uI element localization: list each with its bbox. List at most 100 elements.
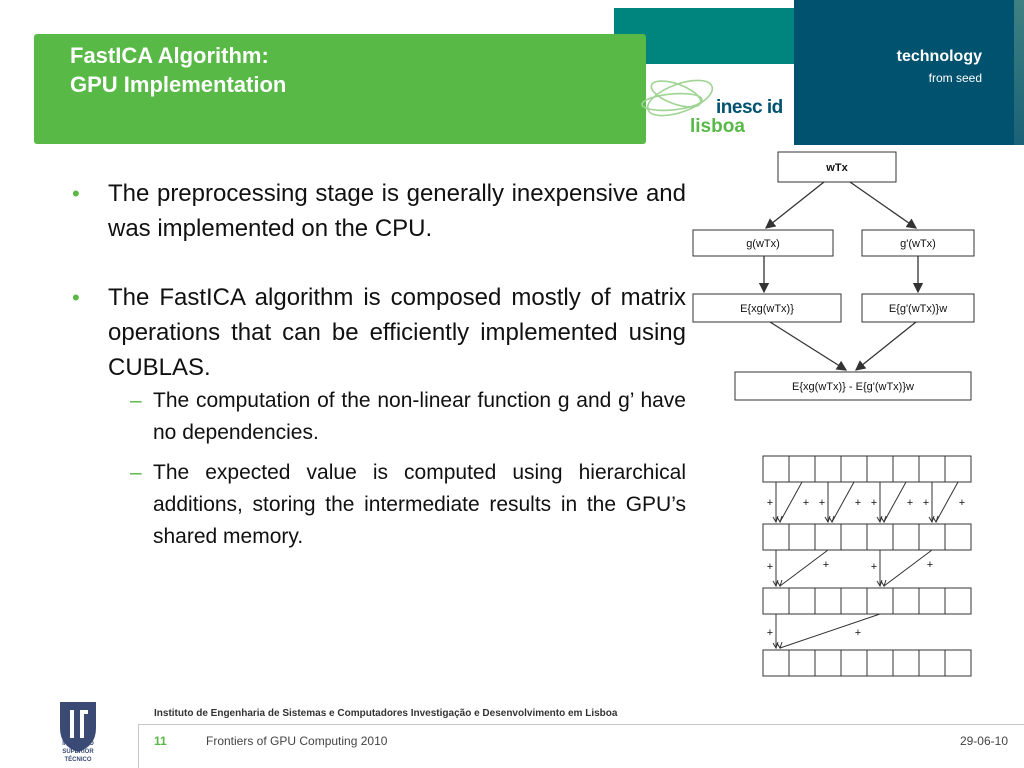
reduction-cell [866,649,894,677]
reduction-arrow [779,549,829,587]
flow-box-right2 [861,293,975,323]
reduction-arrow [831,481,855,523]
title-bar [34,34,646,144]
reduction-arrowhead [880,579,887,588]
sub-bullet-text: The expected value is computed using hie… [153,461,686,548]
footer-vertical-divider [138,724,139,768]
reduction-cell [814,455,842,483]
reduction-cell [866,523,894,551]
reduction-cell [788,523,816,551]
bullet-text: The FastICA algorithm is composed mostly… [108,284,686,381]
reduction-tree-diagram: ++++++++++++++ [762,455,972,677]
sub-bullet-item: – The expected value is computed using h… [72,457,686,553]
slide-title-line1: FastICA Algorithm: [70,43,269,68]
brand-from-seed: from seed [928,71,982,85]
flow-box-top [777,151,897,183]
bullet-dot-icon: • [72,181,80,206]
reduction-cell [892,587,920,615]
sub-bullet-text: The computation of the non-linear functi… [153,389,686,444]
reduction-cell [840,455,868,483]
slide-title-line2: GPU Implementation [70,72,287,97]
reduction-cell [944,523,972,551]
flow-label-right2: E{g'(wTx)}w [889,303,947,315]
reduction-cell [762,523,790,551]
reduction-plus-sign: + [819,497,825,509]
reduction-plus-sign: + [927,559,933,571]
reduction-arrow [935,481,959,523]
flow-box-bottom [734,371,972,401]
flowchart-diagram: wTx g(wTx) g'(wTx) E{xg(wTx)} E{g'(wTx)}… [692,151,975,401]
reduction-arrow [779,481,803,523]
reduction-cell [918,523,946,551]
reduction-cell [944,455,972,483]
reduction-arrowhead [776,515,783,524]
reduction-arrowhead [828,515,835,524]
reduction-cell [840,523,868,551]
reduction-plus-sign: + [855,497,861,509]
reduction-cell [892,523,920,551]
reduction-plus-sign: + [959,497,965,509]
page-number: 11 [154,734,167,748]
reduction-plus-sign: + [871,497,877,509]
reduction-arrowhead [880,515,887,524]
slide-content: • The preprocessing stage is generally i… [72,176,686,553]
reduction-arrow [883,481,907,523]
footer-conference: Frontiers of GPU Computing 2010 [206,734,388,748]
reduction-cell [944,649,972,677]
reduction-plus-sign: + [823,559,829,571]
ist-logo-text: INSTITUTO SUPERIOR TÉCNICO [62,741,94,763]
logo-lisboa-text: lisboa [690,116,745,137]
leaf-decoration [1014,0,1024,145]
inesc-logo-swirl-icon [641,79,714,117]
dash-icon: – [130,389,142,412]
flow-label-left2: E{xg(wTx)} [740,303,794,315]
logo-inesc-text: inesc id [716,97,783,118]
reduction-plus-sign: + [803,497,809,509]
footer-divider [138,724,1024,725]
brand-technology: technology [896,48,982,65]
reduction-plus-sign: + [767,627,773,639]
reduction-plus-sign: + [907,497,913,509]
reduction-cell [840,649,868,677]
reduction-cell [762,649,790,677]
reduction-cell [892,649,920,677]
reduction-cell [944,587,972,615]
reduction-cell [788,587,816,615]
reduction-arrowhead [932,515,939,524]
footer-date: 29-06-10 [959,734,1008,748]
bullet-item: • The FastICA algorithm is composed most… [72,280,686,385]
flow-box-left1 [692,229,834,257]
reduction-cell [866,587,894,615]
sub-bullet-list: – The computation of the non-linear func… [72,385,686,553]
reduction-cell [918,587,946,615]
reduction-arrowhead [776,641,783,650]
reduction-plus-sign: + [923,497,929,509]
reduction-cell [814,587,842,615]
flow-label-right1: g'(wTx) [900,238,936,250]
bullet-text: The preprocessing stage is generally ine… [108,180,686,242]
reduction-plus-sign: + [855,627,861,639]
reduction-cell [892,455,920,483]
flow-label-left1: g(wTx) [746,238,780,250]
bullet-item: • The preprocessing stage is generally i… [72,176,686,246]
reduction-plus-sign: + [871,561,877,573]
reduction-cell [814,523,842,551]
reduction-cell [918,455,946,483]
reduction-cell [866,455,894,483]
flow-label-top: wTx [825,162,848,174]
reduction-cell [814,649,842,677]
sub-bullet-item: – The computation of the non-linear func… [72,385,686,449]
reduction-cell [840,587,868,615]
reduction-cell [762,455,790,483]
reduction-cell [762,587,790,615]
reduction-arrow [883,549,933,587]
flow-box-left2 [692,293,842,323]
reduction-arrow [779,613,881,649]
ist-logo-icon [60,702,96,752]
reduction-plus-sign: + [767,561,773,573]
reduction-cell [788,455,816,483]
reduction-cell [788,649,816,677]
header-brand-panel [794,0,1024,145]
flow-label-bottom: E{xg(wTx)} - E{g'(wTx)}w [792,381,914,393]
dash-icon: – [130,461,142,484]
